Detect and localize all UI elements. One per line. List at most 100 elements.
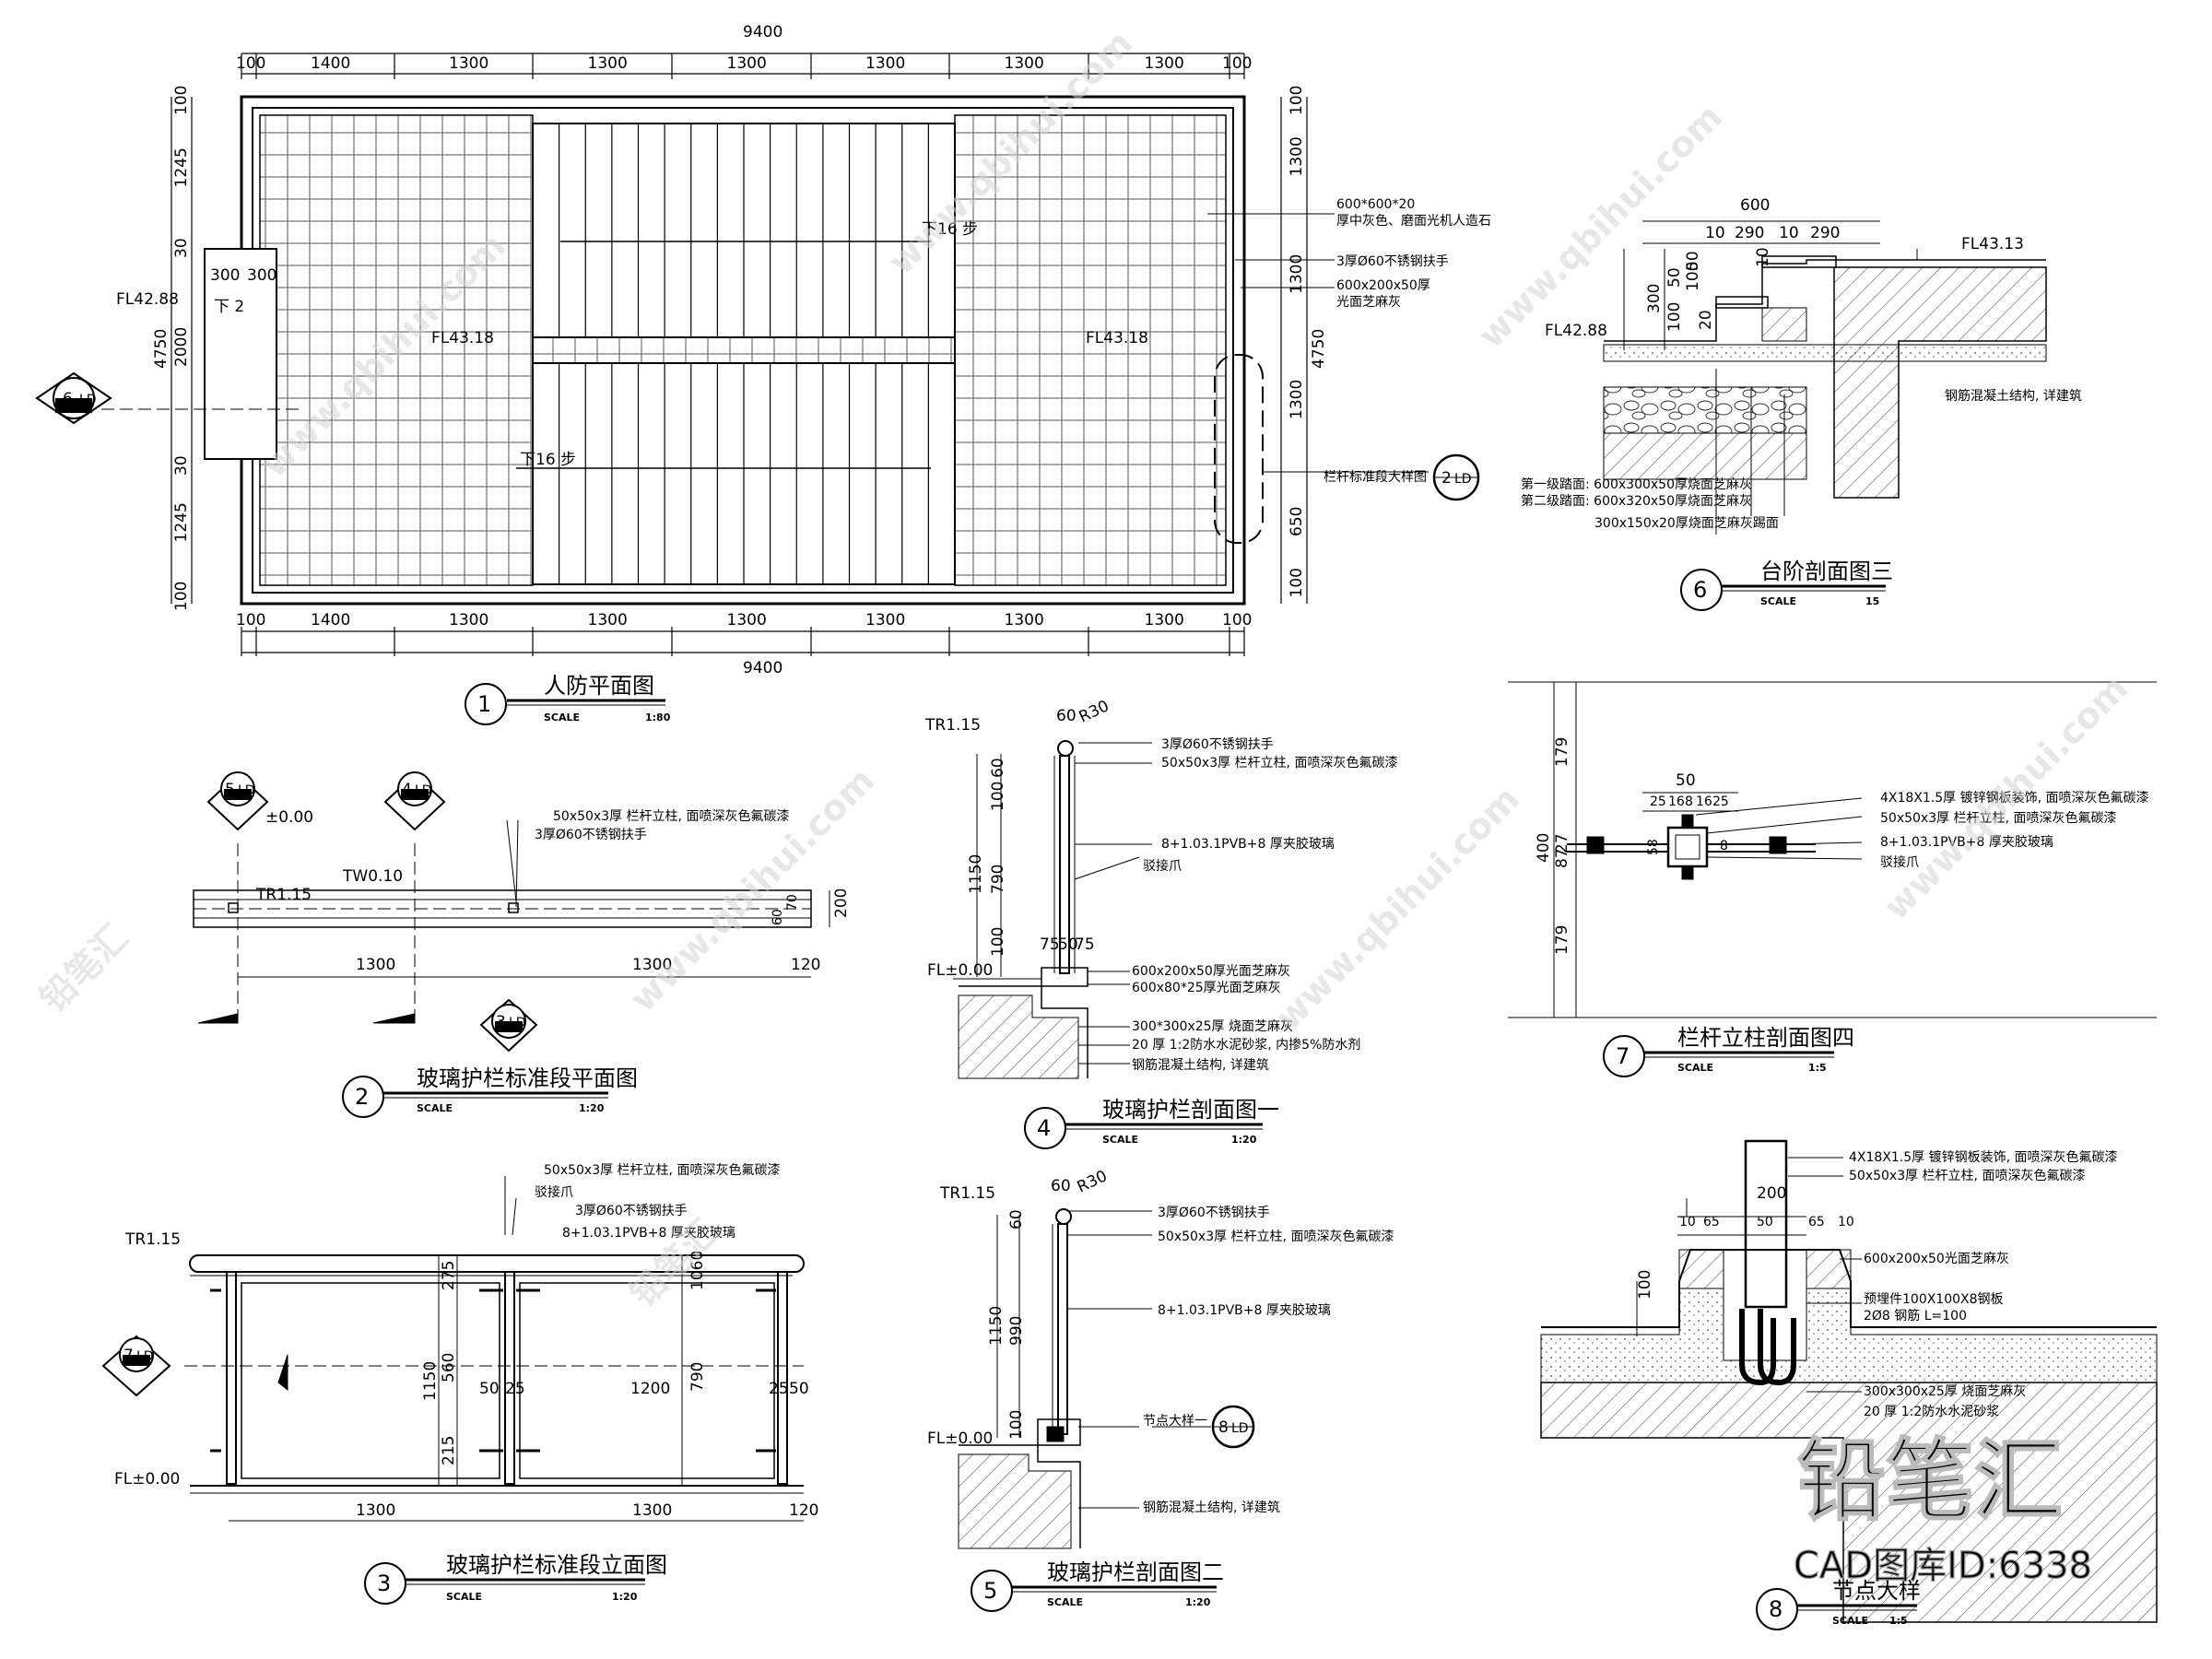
left-dim-3: 2000 [172,327,191,367]
svg-text:LD: LD [136,1349,154,1364]
svg-text:1300: 1300 [356,956,395,974]
svg-text:5: 5 [225,781,235,799]
svg-text:1300: 1300 [356,1501,395,1520]
svg-text:人防平面图: 人防平面图 [544,673,654,699]
top-dim-0: 100 [236,54,265,73]
svg-text:1150: 1150 [421,1361,440,1401]
bottom-dim-4: 1300 [727,611,767,629]
svg-text:1300: 1300 [632,956,672,974]
svg-text:300: 300 [1645,284,1664,313]
fl-left: FL43.18 [431,329,494,347]
svg-text:钢筋混凝土结构, 详建筑: 钢筋混凝土结构, 详建筑 [1945,388,2082,404]
railing-plan [193,819,830,1024]
svg-text:驳接爪: 驳接爪 [1143,858,1182,874]
svg-text:LD: LD [238,783,255,798]
svg-text:990: 990 [1007,1316,1026,1346]
svg-text:铅笔汇: 铅笔汇 [32,917,135,1020]
svg-text:FL43.13: FL43.13 [1961,235,2024,253]
svg-text:20 厚 1:2防水水泥砂浆, 内掺5%防水剂: 20 厚 1:2防水水泥砂浆, 内掺5%防水剂 [1132,1037,1360,1053]
svg-text:TR1.15: TR1.15 [939,1184,995,1203]
small-dim-b: 300 [247,266,276,285]
callout-text: 栏杆标准段大样图 [1324,470,1427,485]
section-mark-6[interactable]: 6 LD [35,371,112,425]
svg-text:600x200x50光面芝麻灰: 600x200x50光面芝麻灰 [1864,1252,2009,1266]
svg-text:1060: 1060 [688,1251,707,1290]
mark-8[interactable]: 8 LD [1211,1405,1255,1449]
node-detail-texts: 200 10 65 50 65 10 100 4X18X1.5厚 镀锌钢板装饰,… [1636,1149,2118,1419]
right-dim-0: 100 [1288,86,1306,115]
svg-text:第二级踏面: 600x320x50厚烧面芝麻灰: 第二级踏面: 600x320x50厚烧面芝麻灰 [1521,493,1752,509]
mark-4[interactable]: 4 LD [383,771,446,831]
svg-text:790: 790 [688,1362,707,1392]
svg-text:2: 2 [1441,469,1452,488]
svg-text:50x50x3厚 栏杆立柱, 面喷深灰色氟碳漆: 50x50x3厚 栏杆立柱, 面喷深灰色氟碳漆 [1849,1168,2085,1183]
svg-text:10: 10 [1705,224,1725,242]
railing-elevation [184,1176,805,1522]
callout-bubble-2[interactable]: 2 LD [1432,453,1480,501]
svg-text:钢筋混凝土结构, 详建筑: 钢筋混凝土结构, 详建筑 [1143,1500,1280,1515]
railing-elevation-texts: TR1.15 FL±0.00 50x50x3厚 栏杆立柱, 面喷深灰色氟碳漆 驳… [114,1162,818,1520]
svg-text:6: 6 [1693,577,1707,603]
svg-text:58: 58 [1646,839,1661,855]
bottom-dim-5: 1300 [865,611,905,629]
plan-note-1b: 厚中灰色、磨面光机人造石 [1336,213,1491,229]
svg-text:8+1.03.1PVB+8 厚夹胶玻璃: 8+1.03.1PVB+8 厚夹胶玻璃 [562,1225,735,1241]
small-dim-a: 300 [210,266,240,285]
title-d5: 5 玻璃护栏剖面图二 SCALE 1:20 [971,1559,1224,1612]
mark-3[interactable]: 3 LD [479,998,538,1053]
left-dim-1: 1245 [172,147,191,187]
svg-text:3: 3 [377,1571,391,1596]
svg-text:1:20: 1:20 [612,1591,638,1603]
stair-lower-label: 下16 步 [520,451,576,469]
svg-text:5: 5 [983,1578,997,1604]
top-dim-5: 1300 [865,54,905,73]
svg-text:60: 60 [771,909,785,925]
svg-text:TR1.15: TR1.15 [255,886,312,904]
svg-text:8: 8 [1720,839,1728,853]
svg-text:CAD图库ID:6338: CAD图库ID:6338 [1794,1545,2092,1587]
left-dim-6: 100 [172,582,191,611]
svg-text:3厚Ø60不锈钢扶手: 3厚Ø60不锈钢扶手 [575,1204,688,1218]
svg-text:4: 4 [402,781,412,799]
title-d4: 4 玻璃护栏剖面图一 SCALE 1:20 [1024,1097,1279,1149]
svg-text:275: 275 [440,1261,458,1290]
svg-text:50: 50 [479,1380,500,1398]
svg-text:7: 7 [1616,1043,1630,1069]
svg-text:玻璃护栏剖面图一: 玻璃护栏剖面图一 [1102,1097,1279,1123]
mark-7[interactable]: 7 LD [101,1335,171,1397]
top-dim-4: 1300 [727,54,767,73]
svg-text:8+1.03.1PVB+8 厚夹胶玻璃: 8+1.03.1PVB+8 厚夹胶玻璃 [1161,836,1335,852]
stair-upper-label: 下16 步 [922,220,978,239]
svg-text:790: 790 [989,865,1007,894]
svg-text:1:5: 1:5 [1808,1062,1827,1074]
right-dim-3: 1300 [1288,380,1306,419]
svg-text:120: 120 [791,956,820,974]
svg-text:50: 50 [1665,267,1684,288]
fl-outer: FL42.88 [116,290,179,309]
svg-text:4X18X1.5厚 镀锌钢板装饰, 面喷深灰色氟碳漆: 4X18X1.5厚 镀锌钢板装饰, 面喷深灰色氟碳漆 [1880,790,2149,806]
svg-text:50: 50 [1684,251,1702,271]
svg-text:60: 60 [1056,707,1077,725]
svg-text:8+1.03.1PVB+8 厚夹胶玻璃: 8+1.03.1PVB+8 厚夹胶玻璃 [1158,1302,1331,1318]
step-section-texts: 600 10 290 10 290 FL43.13 FL42.88 300 10… [1521,196,2082,531]
svg-text:215: 215 [440,1436,458,1465]
section-one [953,740,1152,1079]
mark-5[interactable]: 5 LD [206,771,269,831]
plan-note-3b: 光面芝麻灰 [1336,295,1401,310]
svg-text:铅笔汇: 铅笔汇 [1797,1430,2063,1533]
svg-text:60: 60 [989,758,1007,778]
plan-note-1a: 600*600*20 [1336,197,1415,212]
svg-text:驳接爪: 驳接爪 [1880,854,1919,870]
svg-text:预埋件100X100X8钢板: 预埋件100X100X8钢板 [1864,1292,2004,1307]
svg-text:87: 87 [1553,848,1571,868]
bottom-dim-8: 100 [1222,611,1252,629]
svg-text:560: 560 [440,1353,458,1382]
left-total: 4750 [152,329,171,369]
svg-text:2Ø8 钢筋 L=100: 2Ø8 钢筋 L=100 [1864,1308,1967,1324]
top-dim-2: 1300 [449,54,488,73]
svg-text:16: 16 [1696,794,1712,809]
svg-text:400: 400 [1535,833,1553,863]
svg-text:50x50x3厚 栏杆立柱, 面喷深灰色氟碳漆: 50x50x3厚 栏杆立柱, 面喷深灰色氟碳漆 [544,1162,780,1178]
svg-text:6: 6 [63,390,73,408]
svg-text:1:20: 1:20 [1231,1134,1257,1146]
